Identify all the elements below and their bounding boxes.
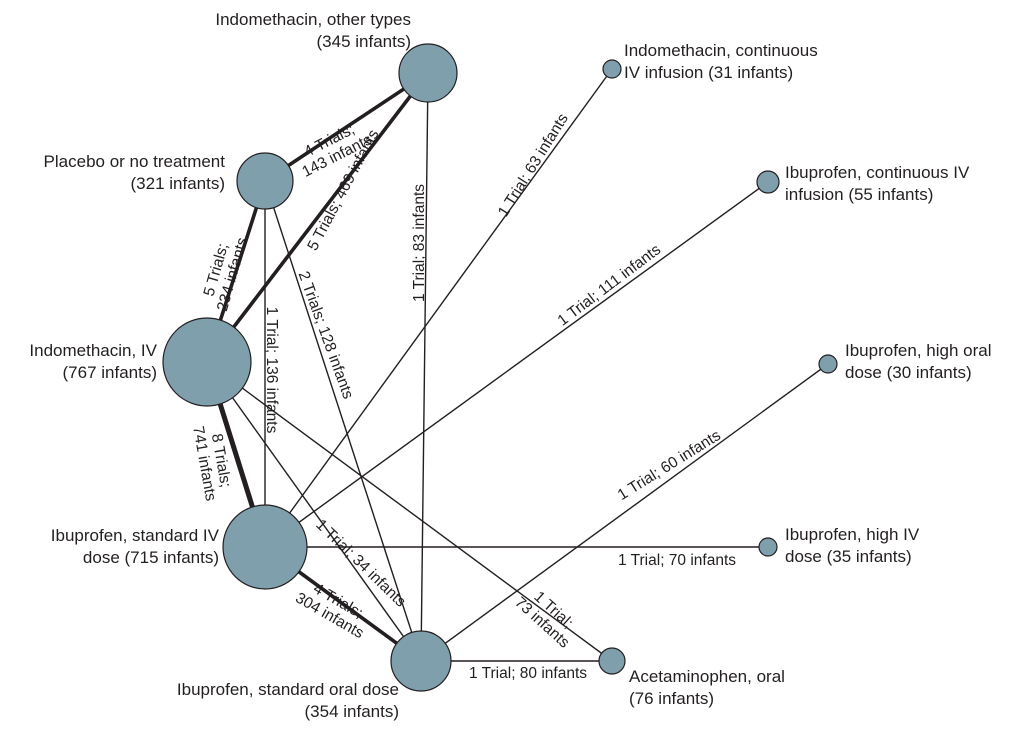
node-label-line: Ibuprofen, continuous IV xyxy=(785,163,970,182)
edge-label-line: 1 Trial; 83 infants xyxy=(411,184,428,302)
node-label-line: Acetaminophen, oral xyxy=(629,667,785,686)
edges-layer xyxy=(204,68,829,663)
edge-placebo-ibu_std_oral xyxy=(264,180,422,662)
edge-indo_iv-ibu_std_oral xyxy=(206,361,422,662)
node-acet-oral xyxy=(598,647,626,675)
edge-label-ibu_std_iv-ibu_high_iv: 1 Trial; 70 infants xyxy=(618,552,736,569)
edge-indo_iv-acet_oral xyxy=(206,361,613,662)
node-placebo xyxy=(236,152,294,210)
node-label-line: (345 infants) xyxy=(317,32,412,51)
node-ibu-high-oral xyxy=(818,354,838,374)
node-indo-iv xyxy=(162,317,252,407)
node-label-ibu-high-oral: Ibuprofen, high oral dose (30 infants) xyxy=(845,341,992,382)
edge-label-indo_iv-placebo: 5 Trials;234 infants xyxy=(201,235,252,313)
node-label-line: dose (35 infants) xyxy=(785,547,912,566)
node-label-line: (321 infants) xyxy=(131,174,226,193)
node-label-ibu-cont: Ibuprofen, continuous IV infusion (55 inf… xyxy=(785,163,970,204)
node-label-placebo: Placebo or no treatment (321 infants) xyxy=(44,152,226,193)
edge-label-placebo-ibu_std_iv: 1 Trial; 136 infants xyxy=(263,307,280,434)
edge-label-ibu_std_iv-ibu_cont: 1 Trial; 111 infants xyxy=(555,241,665,330)
node-label-line: Indomethacin, other types xyxy=(215,10,411,29)
edge-ibu_std_iv-ibu_cont xyxy=(264,181,769,548)
edge-label-ibu_std_oral-acet_oral: 1 Trial; 80 infants xyxy=(469,665,587,682)
edge-label-ibu_std_oral-ibu_high_oral: 1 Trial; 60 infants xyxy=(615,427,724,504)
node-indo-cont xyxy=(602,59,622,79)
node-labels-layer: Indomethacin, other types(345 infants)In… xyxy=(29,10,991,721)
edge-label-line: 1 Trial; 70 infants xyxy=(618,552,736,569)
node-label-line: Indomethacin, IV xyxy=(29,341,157,360)
node-label-ibu-high-iv: Ibuprofen, high IV dose (35 infants) xyxy=(785,525,920,566)
edge-label-line: 1 Trial; 136 infants xyxy=(263,307,280,434)
node-ibu-high-iv xyxy=(758,537,778,557)
node-label-line: Placebo or no treatment xyxy=(44,152,226,171)
node-label-line: Ibuprofen, high IV xyxy=(785,525,920,544)
nodes-layer xyxy=(162,43,838,692)
node-indo-other xyxy=(398,43,458,103)
node-ibu-std-iv xyxy=(222,504,308,590)
node-label-line: Ibuprofen, standard oral dose xyxy=(177,680,399,699)
node-label-line: (76 infants) xyxy=(629,689,714,708)
node-label-line: (354 infants) xyxy=(305,702,400,721)
node-label-indo-cont: Indomethacin, continuous IV infusion (31 … xyxy=(624,41,818,82)
node-label-ibu-std-iv: Ibuprofen, standard IV dose (715 infants) xyxy=(51,526,220,567)
edge-label-ibu_std_iv-ibu_std_oral: 4 Trials;304 infants xyxy=(292,580,366,642)
node-label-ibu-std-oral: Ibuprofen, standard oral dose (354 infant… xyxy=(177,680,399,721)
node-label-line: (767 infants) xyxy=(63,363,158,382)
edge-label-line: 2 Trials; 128 infants xyxy=(295,269,357,401)
edge-label-indo_iv-acet_oral: 1 Trial;73 infants xyxy=(511,588,576,651)
node-label-line: Ibuprofen, standard IV xyxy=(51,526,220,545)
edge-label-line: 1 Trial; 63 infants xyxy=(495,111,572,220)
node-label-line: Indomethacin, continuous xyxy=(624,41,818,60)
node-ibu-cont xyxy=(756,170,780,194)
node-label-line: infusion (55 infants) xyxy=(785,185,933,204)
edge-label-ibu_std_iv-indo_cont: 1 Trial; 63 infants xyxy=(495,111,572,220)
edge-ibu_std_iv-indo_cont xyxy=(264,68,613,548)
node-label-line: Ibuprofen, high oral xyxy=(845,341,992,360)
edge-label-line: 1 Trial; 111 infants xyxy=(555,241,665,330)
edge-label-placebo-ibu_std_oral: 2 Trials; 128 infants xyxy=(295,269,357,401)
node-label-acet-oral: Acetaminophen, oral (76 infants) xyxy=(629,667,785,708)
node-label-indo-other: Indomethacin, other types (345 infants) xyxy=(215,10,411,51)
edge-ibu_std_oral-ibu_high_oral xyxy=(420,363,829,662)
edge-indo_iv-indo_other xyxy=(205,71,430,364)
node-label-line: dose (715 infants) xyxy=(83,548,219,567)
edge-label-line: 1 Trial; 60 infants xyxy=(615,427,724,504)
edge-label-indo_other-ibu_std_oral: 1 Trial; 83 infants xyxy=(411,184,428,302)
node-label-line: IV infusion (31 infants) xyxy=(624,63,793,82)
node-label-line: dose (30 infants) xyxy=(845,363,972,382)
node-ibu-std-oral xyxy=(390,630,452,692)
edge-placebo-indo_other xyxy=(264,71,429,183)
edge-label-line: 1 Trial; 80 infants xyxy=(469,665,587,682)
edge-indo_other-ibu_std_oral xyxy=(420,72,429,662)
node-label-indo-iv: Indomethacin, IV (767 infants) xyxy=(29,341,157,382)
